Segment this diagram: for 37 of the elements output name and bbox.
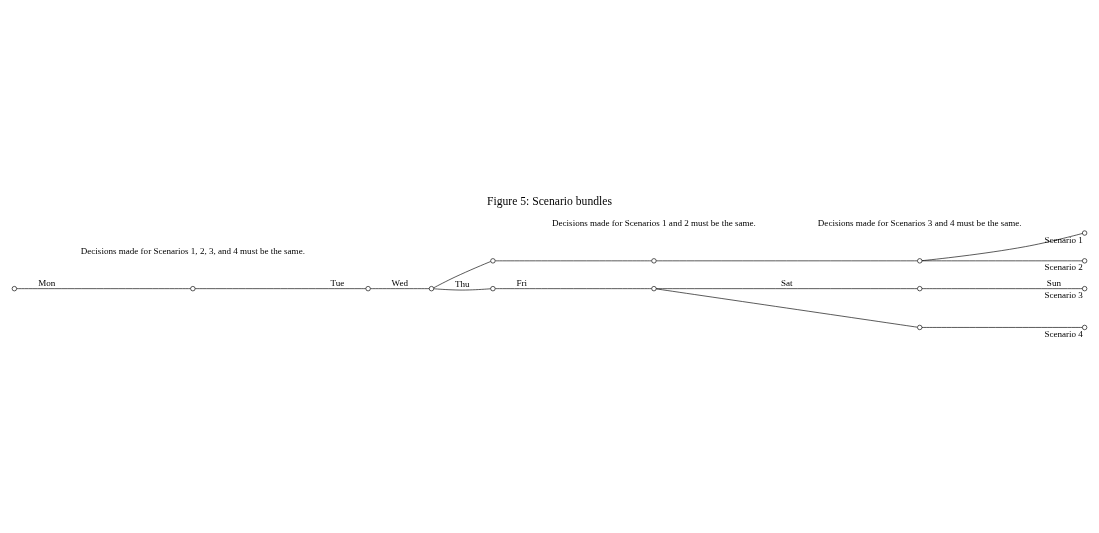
edge-label: Mon bbox=[38, 278, 56, 289]
node-label: Scenario 2 bbox=[1044, 262, 1083, 273]
edge-label: Wed bbox=[391, 278, 408, 289]
node-circle bbox=[1082, 286, 1088, 292]
label: Decisions made for Scenarios 1, 2, 3, and 4 must be the same. bbox=[80, 245, 305, 256]
label: Decisions made for Scenarios 3 and 4 must be the same. bbox=[817, 217, 1022, 228]
edge-label: Sun bbox=[1046, 278, 1061, 289]
node-circle bbox=[1082, 258, 1088, 264]
node-circle bbox=[490, 286, 496, 292]
node-label: Scenario 4 bbox=[1044, 328, 1083, 339]
connector bbox=[921, 288, 1083, 289]
node-circle bbox=[917, 324, 923, 331]
node-circle bbox=[428, 286, 435, 292]
connector bbox=[370, 288, 430, 289]
node-circle bbox=[1082, 230, 1088, 236]
node-circle bbox=[917, 286, 923, 292]
diagram-title: Figure 5: Scenario bundles bbox=[487, 195, 612, 209]
edge-label: Fri bbox=[516, 278, 527, 289]
connector bbox=[921, 327, 1083, 328]
connector bbox=[655, 288, 918, 289]
connector bbox=[921, 260, 1083, 262]
node-circle bbox=[651, 258, 657, 264]
connector bbox=[655, 288, 918, 328]
node-circle bbox=[651, 286, 657, 292]
node-circle bbox=[490, 258, 496, 264]
node-circle bbox=[917, 258, 923, 264]
node-label: Scenario 3 bbox=[1044, 290, 1083, 301]
node-circle bbox=[1082, 324, 1088, 331]
label: Decisions made for Scenarios 1 and 2 must be the same. bbox=[552, 217, 756, 228]
edge-label: Sat bbox=[781, 278, 793, 289]
connector bbox=[921, 233, 1083, 261]
edge-label: Thu bbox=[454, 279, 470, 290]
node-circle bbox=[365, 286, 371, 292]
node-circle bbox=[11, 286, 17, 292]
node-circle bbox=[190, 286, 196, 292]
edge-label: Tue bbox=[330, 278, 345, 289]
connector bbox=[16, 288, 191, 289]
